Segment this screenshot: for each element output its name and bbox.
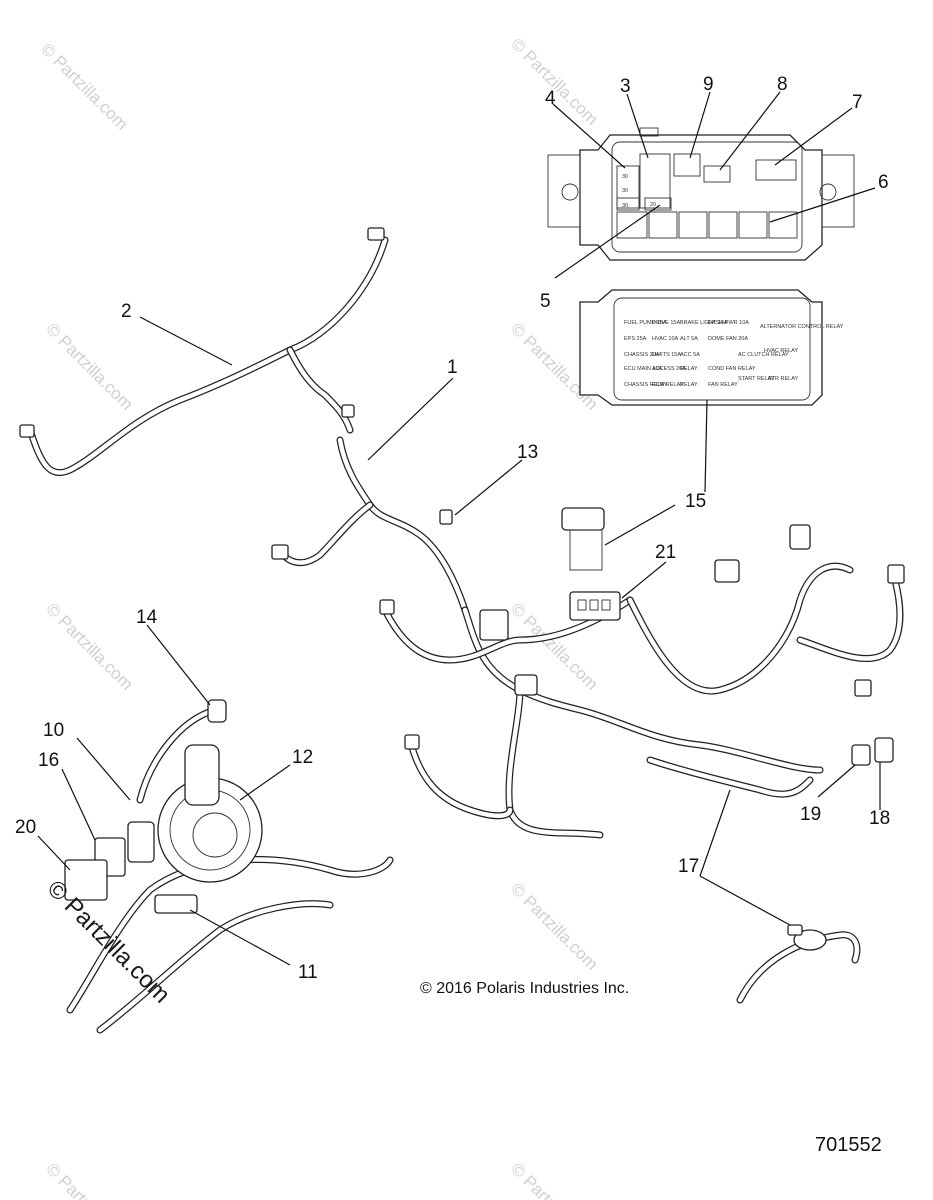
callout-10: 10 [43, 720, 64, 741]
connector-parts [851, 737, 894, 766]
fuse-label: DRIVE 15A [652, 320, 680, 326]
fuse-label: FAN RELAY [708, 382, 738, 388]
callouts: 1 2 3 4 5 6 7 8 9 10 11 12 13 14 15 16 1… [15, 74, 890, 983]
callout-19: 19 [800, 804, 821, 825]
document-number: 701552 [815, 1134, 882, 1156]
fuse-label: FUEL PUMP 15A [624, 320, 667, 326]
callout-12: 12 [292, 747, 313, 768]
fuse-label: DASH PWR 10A [708, 320, 749, 326]
copyright-text: © 2016 Polaris Industries Inc. [420, 980, 629, 997]
callout-20: 20 [15, 817, 36, 838]
fuse-label: STR RELAY [768, 376, 798, 382]
inset-17 [736, 924, 861, 1004]
svg-text:30: 30 [622, 188, 628, 194]
watermark: © Partzilla.com [37, 39, 131, 133]
fuse-label: ALT 5A [680, 336, 698, 342]
callout-8: 8 [777, 74, 788, 95]
fuse-label: LIMITS 15A [652, 352, 681, 358]
callout-2: 2 [121, 301, 132, 322]
fuse-label: ECM RELAY [652, 382, 684, 388]
harness-2 [19, 227, 389, 476]
fuse-label: DOME FAN 20A [708, 336, 748, 342]
watermark: © Partzilla.com [42, 1159, 136, 1200]
horn-assembly [64, 699, 394, 1034]
fuse-label: BRAKE LIGHT 10A [680, 320, 728, 326]
watermark: © Partzilla.com [42, 599, 136, 693]
callout-1: 1 [447, 357, 458, 378]
fuse-box-open: 30 30 30 20 [547, 127, 855, 261]
callout-13: 13 [517, 442, 538, 463]
fuse-label: AC CLUTCH RELAY [738, 352, 789, 358]
fuse-label: ACC 5A [680, 352, 700, 358]
fuse-label: COND FAN RELAY [708, 366, 756, 372]
callout-17: 17 [678, 856, 699, 877]
fuse-holder-assembly [561, 507, 621, 621]
fuse-label: ALTERNATOR CONTROL RELAY [760, 324, 844, 330]
watermark: © Partzilla.com [42, 319, 136, 413]
callout-3: 3 [620, 76, 631, 97]
fuse-label: ACCESS 20A [652, 366, 686, 372]
fuse-label: RELAY [680, 366, 698, 372]
fuse-label: EPS 25A [624, 336, 647, 342]
callout-11: 11 [298, 962, 318, 983]
callout-18: 18 [869, 808, 890, 829]
fuse-label: START RELAY [738, 376, 775, 382]
watermarks: © Partzilla.com © Partzilla.com © Partzi… [37, 34, 601, 1200]
watermark: © Partzilla.com [507, 34, 601, 128]
fuse-label: HVAC RELAY [764, 348, 798, 354]
watermark: © Partzilla.com [507, 1159, 601, 1200]
harness-1 [271, 436, 905, 839]
fuse-label: CHASSIS RELAY [624, 382, 668, 388]
watermark-dark: © Partzilla.com [42, 875, 175, 1008]
fuse-label: RELAY [680, 382, 698, 388]
callout-7: 7 [852, 92, 863, 113]
fuse-labels: FUEL PUMP 15A DRIVE 15A BRAKE LIGHT 10A … [624, 320, 844, 388]
leader-lines [37, 91, 881, 966]
watermark: © Partzilla.com [507, 879, 601, 973]
fuse-label: CHASSIS 20A [624, 352, 660, 358]
callout-14: 14 [136, 607, 158, 628]
callout-5: 5 [540, 291, 551, 312]
callout-16: 16 [38, 750, 59, 771]
fuse-box-cover: FUEL PUMP 15A DRIVE 15A BRAKE LIGHT 10A … [579, 289, 844, 406]
svg-text:20: 20 [650, 202, 656, 208]
svg-text:30: 30 [622, 203, 628, 209]
callout-4: 4 [545, 88, 556, 109]
callout-21: 21 [655, 542, 676, 563]
fuse-label: HVAC 10A [652, 336, 679, 342]
fuse-label: ECU MAIN 10A [624, 366, 663, 372]
svg-text:30: 30 [622, 174, 628, 180]
callout-9: 9 [703, 74, 714, 95]
callout-6: 6 [878, 172, 889, 193]
callout-15: 15 [685, 491, 706, 512]
